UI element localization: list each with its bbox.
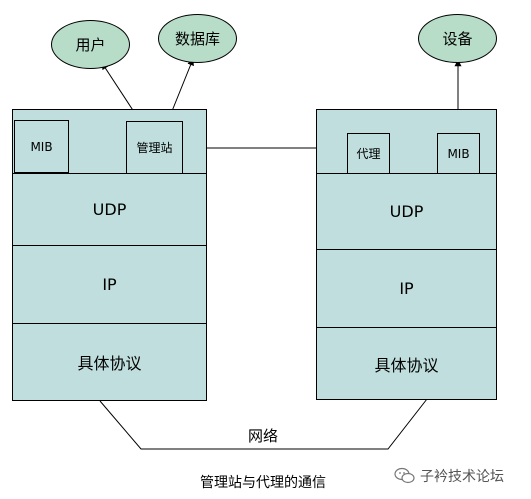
left-ip-label: IP: [102, 275, 117, 294]
right-mib-label: MIB: [447, 146, 470, 161]
watermark-text: 子衿技术论坛: [420, 469, 504, 485]
right-ip-layer: IP: [316, 249, 497, 328]
user-ellipse: 用户: [51, 20, 130, 69]
wechat-icon: [394, 467, 415, 484]
right-ip-label: IP: [399, 279, 414, 298]
manager-label: 管理站: [136, 141, 173, 155]
user-label: 用户: [75, 36, 106, 54]
left-protocol-layer: 具体协议: [12, 323, 207, 401]
device-label: 设备: [442, 30, 473, 48]
right-protocol-layer: 具体协议: [316, 327, 497, 400]
database-ellipse: 数据库: [158, 14, 237, 63]
right-udp-layer: UDP: [316, 173, 497, 250]
network-label: 网络: [248, 427, 279, 445]
right-mib-box: MIB: [437, 133, 480, 174]
manager-box: 管理站: [126, 121, 183, 174]
right-udp-label: UDP: [389, 202, 424, 221]
left-mib-label: MIB: [30, 139, 53, 154]
left-mib-box: MIB: [14, 120, 69, 173]
diagram-caption: 管理站与代理的通信: [200, 475, 326, 491]
database-label: 数据库: [174, 30, 220, 48]
network-wire: [99, 398, 428, 450]
left-udp-layer: UDP: [12, 173, 207, 246]
agent-label: 代理: [356, 147, 381, 161]
device-ellipse: 设备: [418, 14, 497, 63]
left-udp-label: UDP: [92, 200, 127, 219]
agent-box: 代理: [347, 133, 390, 174]
left-protocol-label: 具体协议: [77, 354, 142, 373]
left-ip-layer: IP: [12, 245, 207, 324]
right-protocol-label: 具体协议: [374, 355, 439, 375]
watermark: 子衿技术论坛: [394, 466, 504, 486]
